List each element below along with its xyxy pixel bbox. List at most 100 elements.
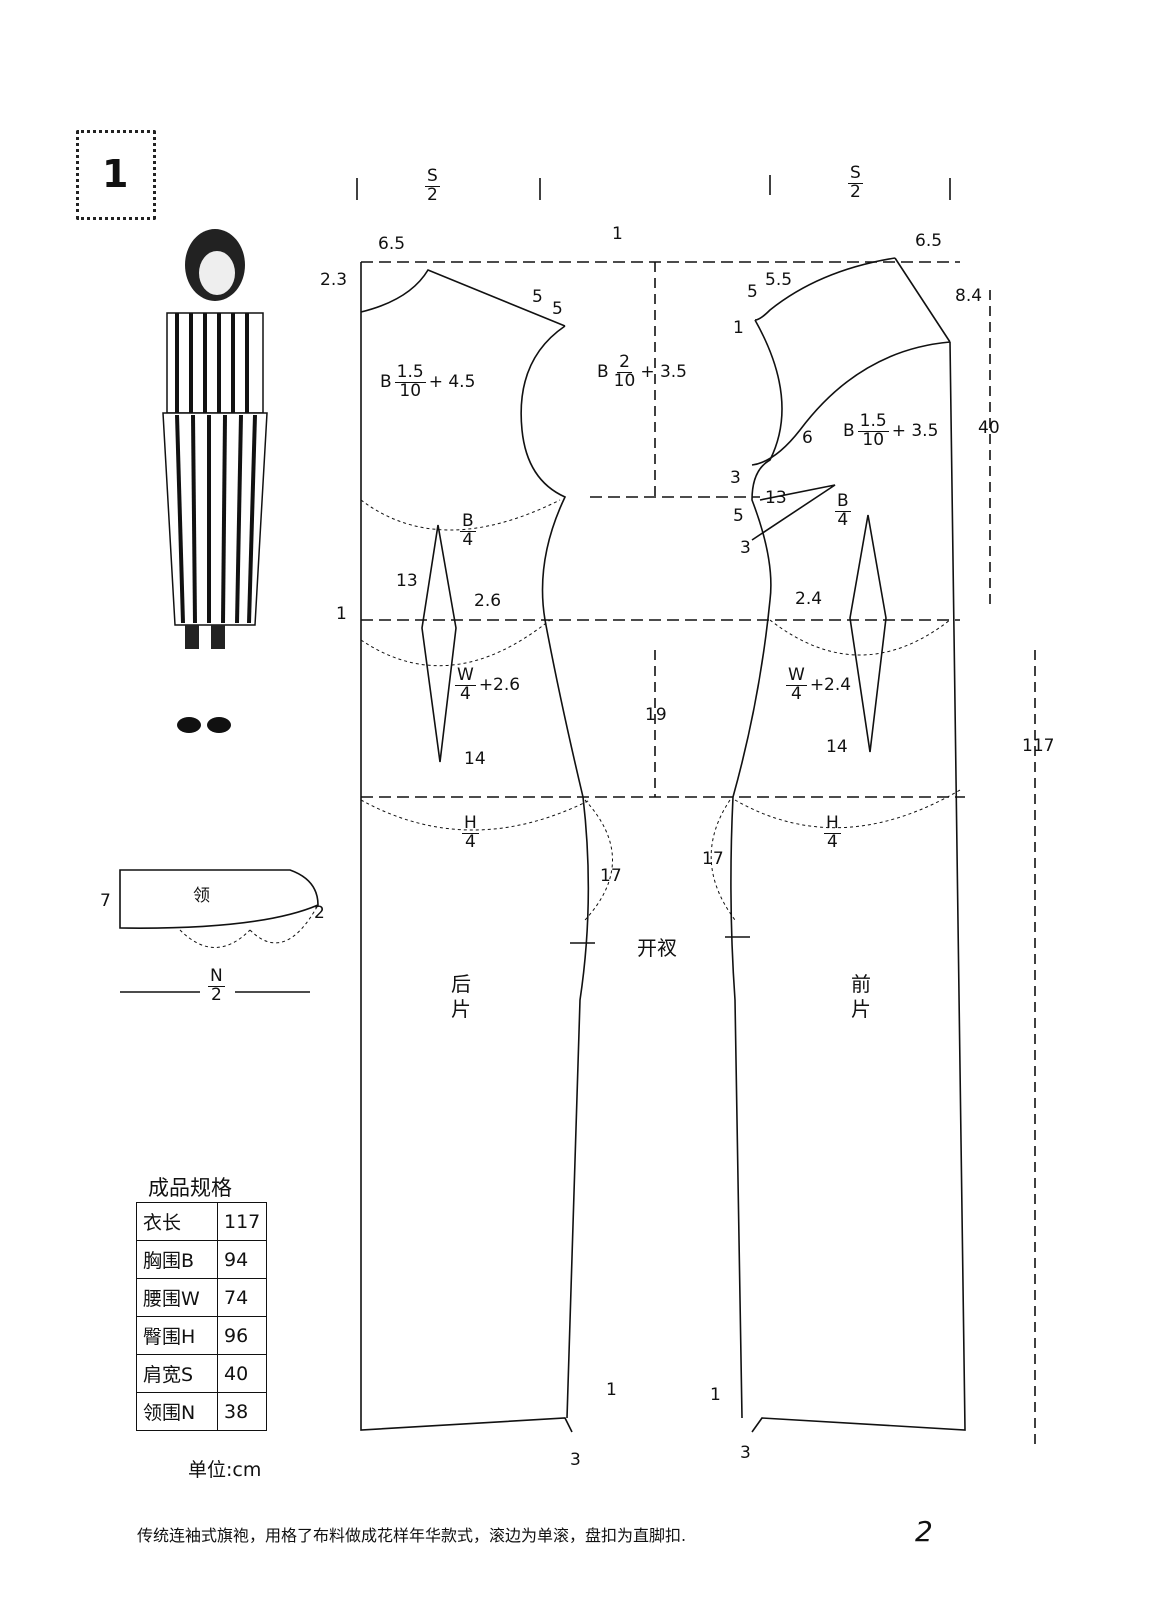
spec-key: 腰围W [136,1278,218,1317]
back-bust-den: 4 [462,529,474,550]
front-chest-prefix: B [843,421,855,442]
front-hip-num: H [824,813,841,834]
dim-front-5-5: 5.5 [765,270,793,290]
back-waist-fraction: W 4 [455,665,476,704]
front-waist-num: W [786,665,807,686]
collar-pattern [119,869,319,929]
dim-back-14: 14 [464,749,486,769]
dim-front-5b: 5 [733,506,744,526]
dim-front-1: 1 [733,318,744,338]
collar-length-num: N [208,966,225,987]
figure-number: 1 [102,152,129,196]
front-bust-fraction: B 4 [835,491,851,530]
dim-front-3a: 3 [730,468,741,488]
collar-arcs [179,904,319,948]
dim-hem-3-back: 3 [570,1450,581,1470]
dim-neck-width-front: 6.5 [915,231,943,251]
spec-value: 40 [216,1354,268,1393]
back-chest-fraction: 1.5 10 [394,363,426,401]
front-piece-outline [730,257,966,1433]
dim-hem-3-front: 3 [740,1443,751,1463]
dim-front-14: 14 [826,737,848,757]
front-chest-num: 1.5 [857,411,889,432]
slit-label: 开衩 [637,936,677,960]
spec-key: 肩宽S [136,1354,218,1393]
back-shoulder-fraction: S 2 [425,166,440,205]
back-hip-den: 4 [464,831,476,852]
collar-label: 领 [193,886,210,906]
front-side-dart [751,484,836,541]
model-illustration [162,229,268,733]
dim-front-5: 5 [747,282,758,302]
dim-shoulder-slope-left: 5 [532,287,543,307]
front-waist-den: 4 [790,683,802,704]
dim-back-1: 1 [336,604,347,624]
front-shoulder-num: S [848,163,863,184]
front-armhole-curve [751,341,951,466]
front-waist-fraction: W 4 [786,665,807,704]
spec-value: 94 [216,1240,268,1279]
spec-key: 胸围B [136,1240,218,1279]
collar-height: 7 [100,891,111,911]
spec-key: 臀围H [136,1316,218,1355]
dim-back-2-6: 2.6 [474,591,502,611]
back-waist-den: 4 [459,683,471,704]
front-waist-formula: W 4 +2.4 [786,665,851,704]
back-bust-fraction: B 4 [460,511,476,550]
mid-chest-fraction: 2 10 [612,353,638,391]
collar-length-den: 2 [210,984,222,1005]
front-hip-fraction: H 4 [824,813,841,852]
dim-armhole-6: 6 [802,428,813,448]
shoulder-width-markers [356,175,951,200]
spec-key: 衣长 [136,1202,218,1241]
mid-chest-suffix: + 3.5 [640,362,687,383]
dim-neck-drop-back: 2.3 [320,270,348,290]
spec-value: 96 [216,1316,268,1355]
dim-front-13: 13 [765,488,787,508]
caption: 传统连袖式旗袍，用格了布料做成花样年华款式，滚边为单滚，盘扣为直脚扣. [137,1526,687,1545]
dim-side-40: 40 [978,418,1000,438]
mid-chest-prefix: B [597,362,609,383]
front-hip-den: 4 [826,831,838,852]
back-waist-suffix: +2.6 [478,675,521,696]
figure-number-badge: 1 [76,130,156,220]
front-chest-suffix: + 3.5 [891,421,939,442]
back-chest-suffix: + 4.5 [428,372,476,393]
back-hip-fraction: H 4 [462,814,479,852]
dim-hem-1-front: 1 [710,1385,721,1405]
spec-value: 74 [216,1278,268,1317]
front-waist-dart [849,514,887,753]
mid-chest-den: 10 [613,370,636,391]
back-waist-num: W [455,665,476,686]
front-chest-fraction: 1.5 10 [857,411,889,450]
dim-hem-1-back: 1 [606,1380,617,1400]
back-waist-formula: W 4 +2.6 [455,665,521,704]
back-chest-den: 10 [399,380,422,401]
front-shoulder-den: 2 [850,181,861,202]
front-chest-den: 10 [862,429,885,450]
front-piece-label: 前 片 [851,972,871,1021]
dim-hip-17-back: 17 [600,866,622,886]
front-chest-formula: B 1.5 10 + 3.5 [843,411,939,450]
dim-neck-drop-front: 8.4 [955,286,983,306]
spec-value: 117 [216,1202,268,1241]
back-shoulder-num: S [425,166,440,187]
collar-tip: 2 [314,903,325,923]
spec-table-title: 成品规格 [148,1176,232,1200]
dim-back-13: 13 [396,571,418,591]
badge-dotted-frame [76,130,156,220]
front-bust-den: 4 [837,509,849,530]
front-shoulder-fraction: S 2 [848,163,863,202]
back-bust-num: B [460,511,476,532]
dim-neck-width-back: 6.5 [378,234,406,254]
back-piece-outline [360,262,590,1433]
front-bust-num: B [835,491,851,512]
mid-chest-formula: B 2 10 + 3.5 [597,353,687,391]
